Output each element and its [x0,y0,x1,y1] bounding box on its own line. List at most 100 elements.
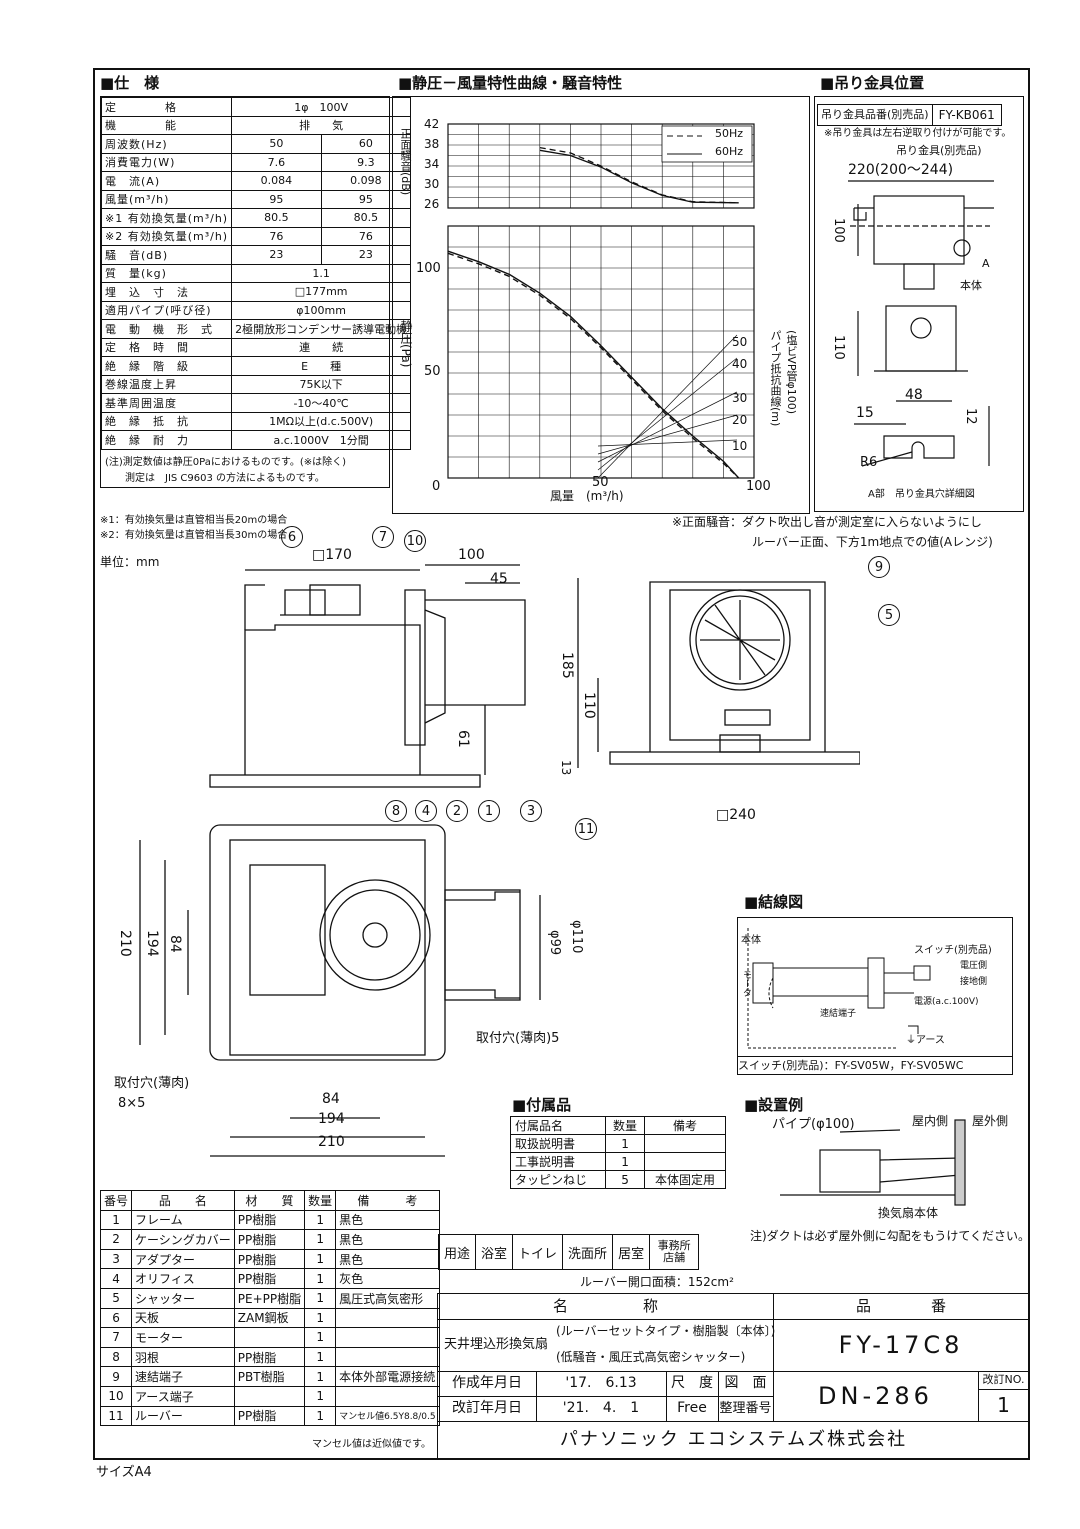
tb-company: パナソニック エコシステムズ株式会社 [559,1429,908,1450]
spec-value: 80.5 [231,208,322,228]
noise-series-60Hz [539,149,739,204]
noise-ylabel: 正面騒音(dB) [399,128,412,196]
front-noise-note-2: ルーバー正面、下方1m地点での値(Aレンジ) [752,535,993,549]
hanger-note: ※吊り金具は左右逆取り付けが可能です。 [824,128,1012,139]
wiring-terminal: 速結端子 [820,1009,857,1019]
pipe-tick-40: 40 [732,357,748,371]
parts-cell: ZAM鋼板 [233,1307,306,1329]
spec-key: 定 格 時 間 [100,337,233,357]
dim-100: 100 [458,547,485,563]
tb-name-header: 名 称 [438,1294,774,1320]
spec-value: 60 [320,134,412,154]
tb-scale: Free [666,1396,719,1421]
dim-194-h: 194 [318,1111,345,1127]
install-body: 換気扇本体 [878,1206,939,1220]
hanger-body: 本体 [960,279,982,292]
callout-5: 5 [878,604,900,626]
spec-value: 50 [231,134,322,154]
spec-value: 9.3 [320,152,412,172]
plan-drawing [139,824,541,1157]
x-tick-100: 100 [746,479,771,494]
spec-key: 風量(m³/h) [100,189,233,209]
parts-cell: 1 [304,1229,337,1250]
spec-value: a.c.1000V 1分間 [231,430,412,450]
spec-value: E 種 [231,356,412,376]
spec-key: 適用パイプ(呼び径) [100,300,233,320]
front-noise-note-1: ※正面騒音：ダクト吹出し音が測定室に入らないようにし [672,515,982,529]
pipe-tick-30: 30 [732,391,748,405]
parts-cell: 黒色 [335,1248,440,1270]
spec-key: 巻線温度上昇 [100,374,233,394]
acc-qty: 5 [605,1170,645,1189]
acc-row: 工事説明書 1 [509,1152,727,1171]
pressure-series-50Hz [447,252,740,479]
spec-value: 0.084 [231,171,322,191]
dim-194-v: 194 [144,930,160,957]
parts-cell: シャッター [131,1287,235,1309]
pipe-resistance-line [597,414,738,455]
callout-10: 10 [404,530,426,552]
pipe-tick-20: 20 [732,413,748,427]
tb-scale-label: 尺 度 [666,1371,719,1397]
parts-cell: アダプター [131,1248,235,1270]
tb-revised-label: 改訂年月日 [438,1396,537,1421]
parts-cell: 1 [304,1248,337,1270]
dim-phi110: φ110 [569,920,584,954]
parts-cell: マンセル値6.5Y8.8/0.5 [335,1405,440,1427]
louver-side [209,774,481,788]
parts-cell: オリフィス [131,1268,235,1289]
noise-tick-26: 26 [424,197,440,211]
parts-cell: ケーシングカバー [131,1229,235,1250]
parts-cell: 天板 [131,1307,235,1329]
hanger-dim-100: 100 [831,218,846,243]
spec-footnote-1: ※1：有効換気量は直管相当長20mの場合 [100,515,288,526]
acc-row: タッピンねじ 5 本体固定用 [509,1170,727,1189]
install-drawing [780,1119,966,1206]
usage-item: 浴室 [475,1234,514,1270]
accessories-title: ■付属品 [512,1096,572,1114]
callout-1: 1 [478,800,500,822]
wiring-schematic [747,928,931,1049]
acc-note [643,1152,727,1171]
spec-value: 排 気 [231,115,412,135]
parts-cell: ルーバー [131,1405,235,1427]
parts-cell: 本体外部電源接続 [335,1366,440,1387]
wiring-motor: モータ [741,970,751,997]
pipe-label: パイプ抵抗曲線(m) [769,330,782,427]
parts-cell: 1 [304,1366,337,1387]
parts-cell: 風圧式高気密形 [335,1287,440,1309]
spec-key: 絶 縁 耐 力 [100,430,233,450]
spec-footnote-2: ※2：有効換気量は直管相当長30mの場合 [100,530,288,541]
parts-cell: 10 [99,1385,133,1407]
wiring-power: 電源(a.c.100V) [914,997,979,1007]
tb-created-label: 作成年月日 [438,1371,537,1397]
install-pipe: パイプ(φ100) [772,1117,855,1132]
parts-cell: 11 [99,1405,133,1427]
legend-60hz: 60Hz [715,145,744,158]
parts-cell: 1 [304,1405,337,1427]
tb-model: FY-17C8 [773,1319,1029,1372]
dim-45: 45 [490,571,508,587]
spec-note-1: (注)測定数値は静圧0Paにおけるものです。(※は除く) [105,456,347,468]
spec-row: 適用パイプ(呼び径)φ100mm [100,300,412,320]
parts-footnote: マンセル値は近似値です。 [312,1439,431,1450]
y-tick-100: 100 [416,261,441,276]
acc-header-name: 付属品名 [509,1116,607,1135]
hole-label-5: 取付穴(薄肉)5 [476,1031,560,1046]
spec-key: ※2 有効換気量(m³/h) [100,226,233,246]
spec-key: 定 格 [100,97,233,117]
hanger-dim-220: 220(200〜244) [848,162,954,178]
parts-cell: 8 [99,1346,133,1368]
usage-table: 用途 浴室 トイレ 洗面所 居室 事務所店舗 [437,1234,700,1270]
hanger-title: ■吊り金具位置 [820,74,925,92]
parts-cell: 2 [99,1229,133,1250]
spec-key: 基準周囲温度 [100,393,233,413]
